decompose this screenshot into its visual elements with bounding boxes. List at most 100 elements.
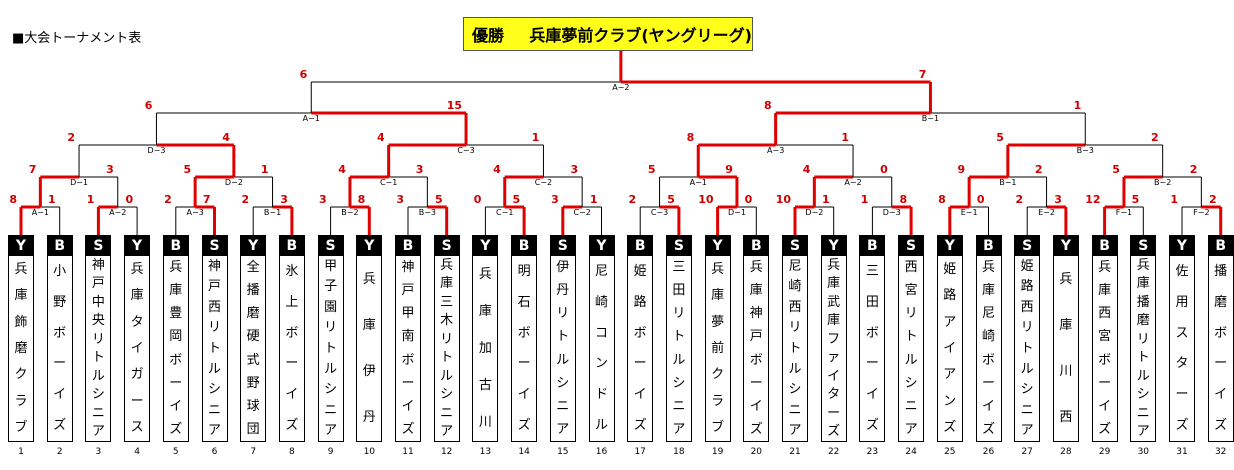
score-label: 10 bbox=[698, 193, 714, 206]
score-label: 1 bbox=[861, 193, 869, 206]
team-name: 神戸西リトルシニア bbox=[207, 258, 221, 439]
team-name: 兵庫三木リトルシニア bbox=[440, 257, 454, 440]
league-badge: Y bbox=[125, 236, 150, 256]
team-number: 31 bbox=[1176, 447, 1188, 457]
team-number: 6 bbox=[211, 447, 218, 457]
score-label: 8 bbox=[899, 193, 907, 206]
team-number: 9 bbox=[327, 447, 334, 457]
team-name: 全播磨硬式野球団 bbox=[246, 260, 260, 437]
score-label: 3 bbox=[280, 193, 288, 206]
team-name: 兵庫加古川 bbox=[478, 267, 492, 430]
match-label: B−3 bbox=[1077, 146, 1094, 155]
match-label: C−3 bbox=[651, 208, 668, 217]
score-label: 2 bbox=[1035, 163, 1043, 176]
score-label: 2 bbox=[1190, 163, 1198, 176]
league-badge: S bbox=[1131, 236, 1156, 256]
score-label: 6 bbox=[300, 68, 308, 81]
score-label: 15 bbox=[447, 99, 462, 112]
team-name: 兵庫飾磨クラブ bbox=[14, 261, 28, 436]
league-badge: Y bbox=[821, 236, 846, 256]
match-label: F−1 bbox=[1116, 208, 1132, 217]
team-name: 兵庫伊丹 bbox=[362, 271, 376, 426]
team-name: 佐用スターズ bbox=[1175, 263, 1189, 434]
score-label: 0 bbox=[977, 193, 985, 206]
league-badge: B bbox=[628, 236, 653, 256]
league-badge: S bbox=[318, 236, 343, 256]
match-label: F−2 bbox=[1193, 208, 1209, 217]
team-name: 明石ボーイズ bbox=[517, 263, 531, 434]
team-name: 姫路ボーイズ bbox=[633, 263, 647, 434]
score-label: 10 bbox=[776, 193, 792, 206]
score-label: 5 bbox=[1132, 193, 1140, 206]
team-name: 三田ボーイズ bbox=[865, 263, 879, 434]
league-badge: B bbox=[163, 236, 188, 256]
score-label: 2 bbox=[242, 193, 250, 206]
league-badge: S bbox=[783, 236, 807, 256]
league-badge: S bbox=[899, 236, 924, 256]
score-label: 1 bbox=[841, 131, 849, 144]
match-label: A−1 bbox=[32, 208, 49, 217]
team-number: 2 bbox=[56, 447, 63, 457]
score-label: 7 bbox=[203, 193, 211, 206]
team-6: S 神戸西リトルシニア bbox=[201, 235, 228, 442]
team-number: 15 bbox=[557, 447, 569, 457]
score-label: 5 bbox=[667, 193, 675, 206]
team-number: 1 bbox=[18, 447, 24, 457]
match-label: D−3 bbox=[147, 146, 165, 155]
score-label: 6 bbox=[145, 99, 153, 112]
match-label: B−2 bbox=[1154, 178, 1171, 187]
match-label: D−2 bbox=[225, 178, 243, 187]
champion-team: 兵庫夢前クラブ(ヤングリーグ) bbox=[529, 26, 752, 45]
match-label: E−2 bbox=[1038, 208, 1055, 217]
league-badge: S bbox=[550, 236, 575, 256]
team-name: 兵庫豊岡ボーイズ bbox=[169, 260, 183, 437]
match-label: A−3 bbox=[187, 208, 204, 217]
match-label: C−1 bbox=[380, 178, 397, 187]
league-badge: S bbox=[666, 236, 691, 256]
league-badge: S bbox=[202, 236, 227, 256]
match-label: B−1 bbox=[264, 208, 281, 217]
score-label: 1 bbox=[261, 163, 269, 176]
score-label: 2 bbox=[164, 193, 172, 206]
league-badge: B bbox=[1208, 236, 1233, 256]
league-badge: B bbox=[860, 236, 885, 256]
team-name: 兵庫播磨リトルシニア bbox=[1136, 257, 1150, 440]
score-label: 2 bbox=[629, 193, 637, 206]
league-badge: S bbox=[1015, 236, 1040, 256]
league-badge: B bbox=[396, 236, 420, 256]
league-badge: Y bbox=[705, 236, 730, 256]
score-label: 5 bbox=[512, 193, 520, 206]
match-label: A−1 bbox=[303, 114, 320, 123]
score-label: 1 bbox=[48, 193, 56, 206]
team-name: 氷上ボーイズ bbox=[285, 263, 299, 434]
team-number: 29 bbox=[1098, 447, 1111, 457]
league-badge: B bbox=[279, 236, 304, 256]
score-label: 4 bbox=[338, 163, 346, 176]
league-badge: B bbox=[512, 236, 537, 256]
score-label: 5 bbox=[435, 193, 443, 206]
match-label: A−3 bbox=[767, 146, 784, 155]
score-label: 2 bbox=[1016, 193, 1024, 206]
team-number: 23 bbox=[866, 447, 879, 457]
match-label: C−2 bbox=[573, 208, 590, 217]
team-name: 兵庫川西 bbox=[1059, 271, 1073, 426]
match-label: B−1 bbox=[922, 114, 939, 123]
team-27: S 姫路西リトルシニア bbox=[1014, 235, 1041, 442]
team-name: 姫路西リトルシニア bbox=[1020, 258, 1034, 439]
league-badge: Y bbox=[937, 236, 962, 256]
team-14: B 明石ボーイズ bbox=[511, 235, 538, 442]
